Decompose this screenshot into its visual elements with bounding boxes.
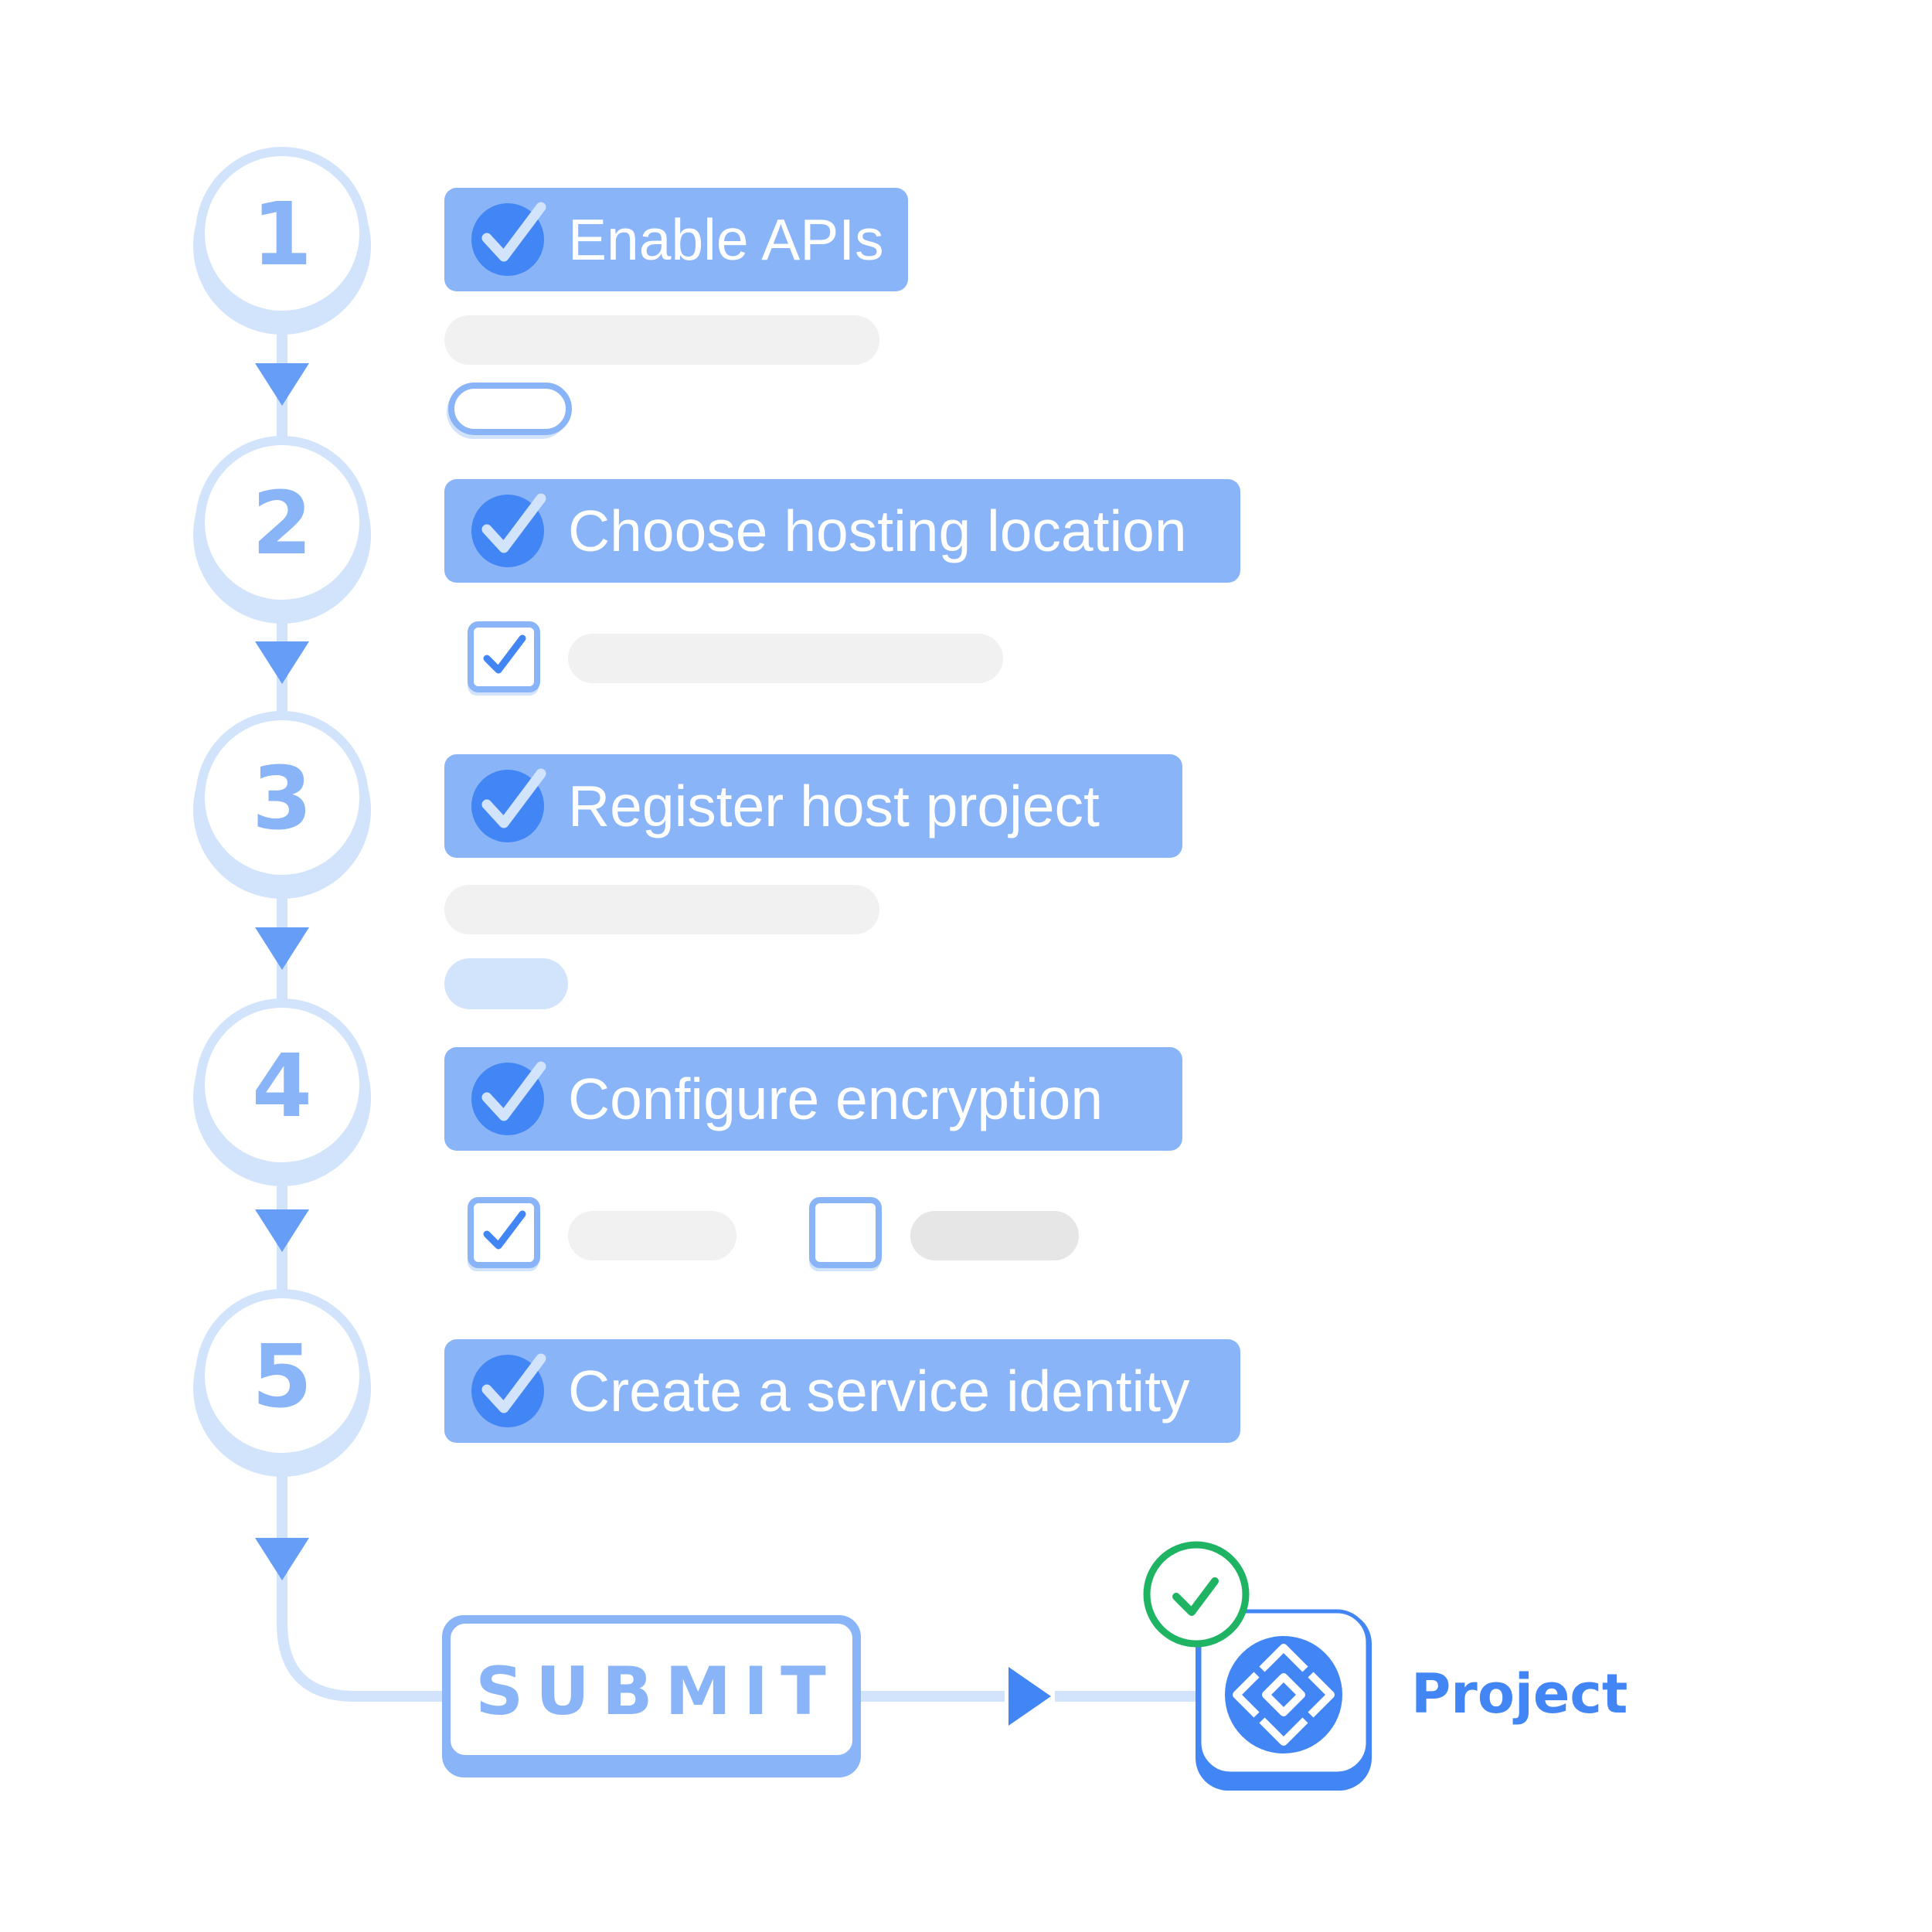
step-circle-1: 1: [193, 147, 371, 335]
checkbox-unchecked[interactable]: [809, 1197, 882, 1271]
step4-form: [468, 1197, 1079, 1271]
checkbox-checked[interactable]: [468, 621, 540, 696]
step-banner-3: Register host project: [444, 754, 1182, 858]
step-circle-2: 2: [193, 436, 371, 624]
connector-4-5: [255, 1186, 309, 1294]
step-number-5: 5: [252, 1327, 312, 1427]
step-number-4: 4: [252, 1036, 312, 1137]
step-banner-1: Enable APIs: [444, 188, 908, 291]
project-label: Project: [1411, 1662, 1628, 1726]
step1-form: [444, 315, 879, 439]
checkbox-checked[interactable]: [468, 1197, 540, 1271]
project-hexagon-icon: [1225, 1636, 1342, 1753]
step-label-1: Enable APIs: [568, 207, 884, 272]
connector-3-4: [255, 896, 309, 1001]
step-label-3: Register host project: [568, 774, 1100, 838]
step-label-5: Create a service identity: [568, 1359, 1190, 1423]
submit-label: SUBMIT: [475, 1653, 838, 1730]
project-tile[interactable]: [1196, 1609, 1372, 1791]
text-placeholder: [444, 885, 879, 934]
check-circle-icon: [471, 768, 546, 842]
submit-project-connector: [861, 1667, 1198, 1726]
check-circle-icon: [1143, 1541, 1250, 1648]
step3-form: [444, 885, 879, 1009]
check-circle-icon: [471, 202, 546, 276]
text-placeholder: [568, 634, 1003, 683]
step-banner-5: Create a service identity: [444, 1339, 1240, 1443]
step-connectors: [255, 332, 448, 1702]
step-banner-2: Choose hosting location: [444, 479, 1240, 583]
submit-button[interactable]: SUBMIT: [442, 1615, 861, 1777]
text-placeholder: [444, 315, 879, 365]
step-circle-5: 5: [193, 1289, 371, 1477]
check-circle-icon: [471, 1353, 546, 1427]
step-circle-4: 4: [193, 998, 371, 1186]
step-banner-4: Configure encryption: [444, 1047, 1182, 1151]
step2-form: [468, 621, 1003, 696]
check-circle-icon: [471, 1061, 546, 1135]
step-label-2: Choose hosting location: [568, 498, 1187, 563]
connector-1-2: [255, 332, 309, 440]
text-placeholder: [568, 1211, 736, 1260]
connector-2-3: [255, 622, 309, 715]
filled-button-placeholder[interactable]: [444, 958, 568, 1009]
step-number-2: 2: [252, 474, 312, 574]
check-circle-icon: [471, 493, 546, 567]
text-placeholder: [910, 1211, 1079, 1260]
step-number-1: 1: [252, 185, 312, 285]
step-circle-3: 3: [193, 711, 371, 899]
step-label-4: Configure encryption: [568, 1066, 1103, 1131]
connector-5-submit: [255, 1476, 448, 1702]
step-number-3: 3: [252, 749, 312, 849]
